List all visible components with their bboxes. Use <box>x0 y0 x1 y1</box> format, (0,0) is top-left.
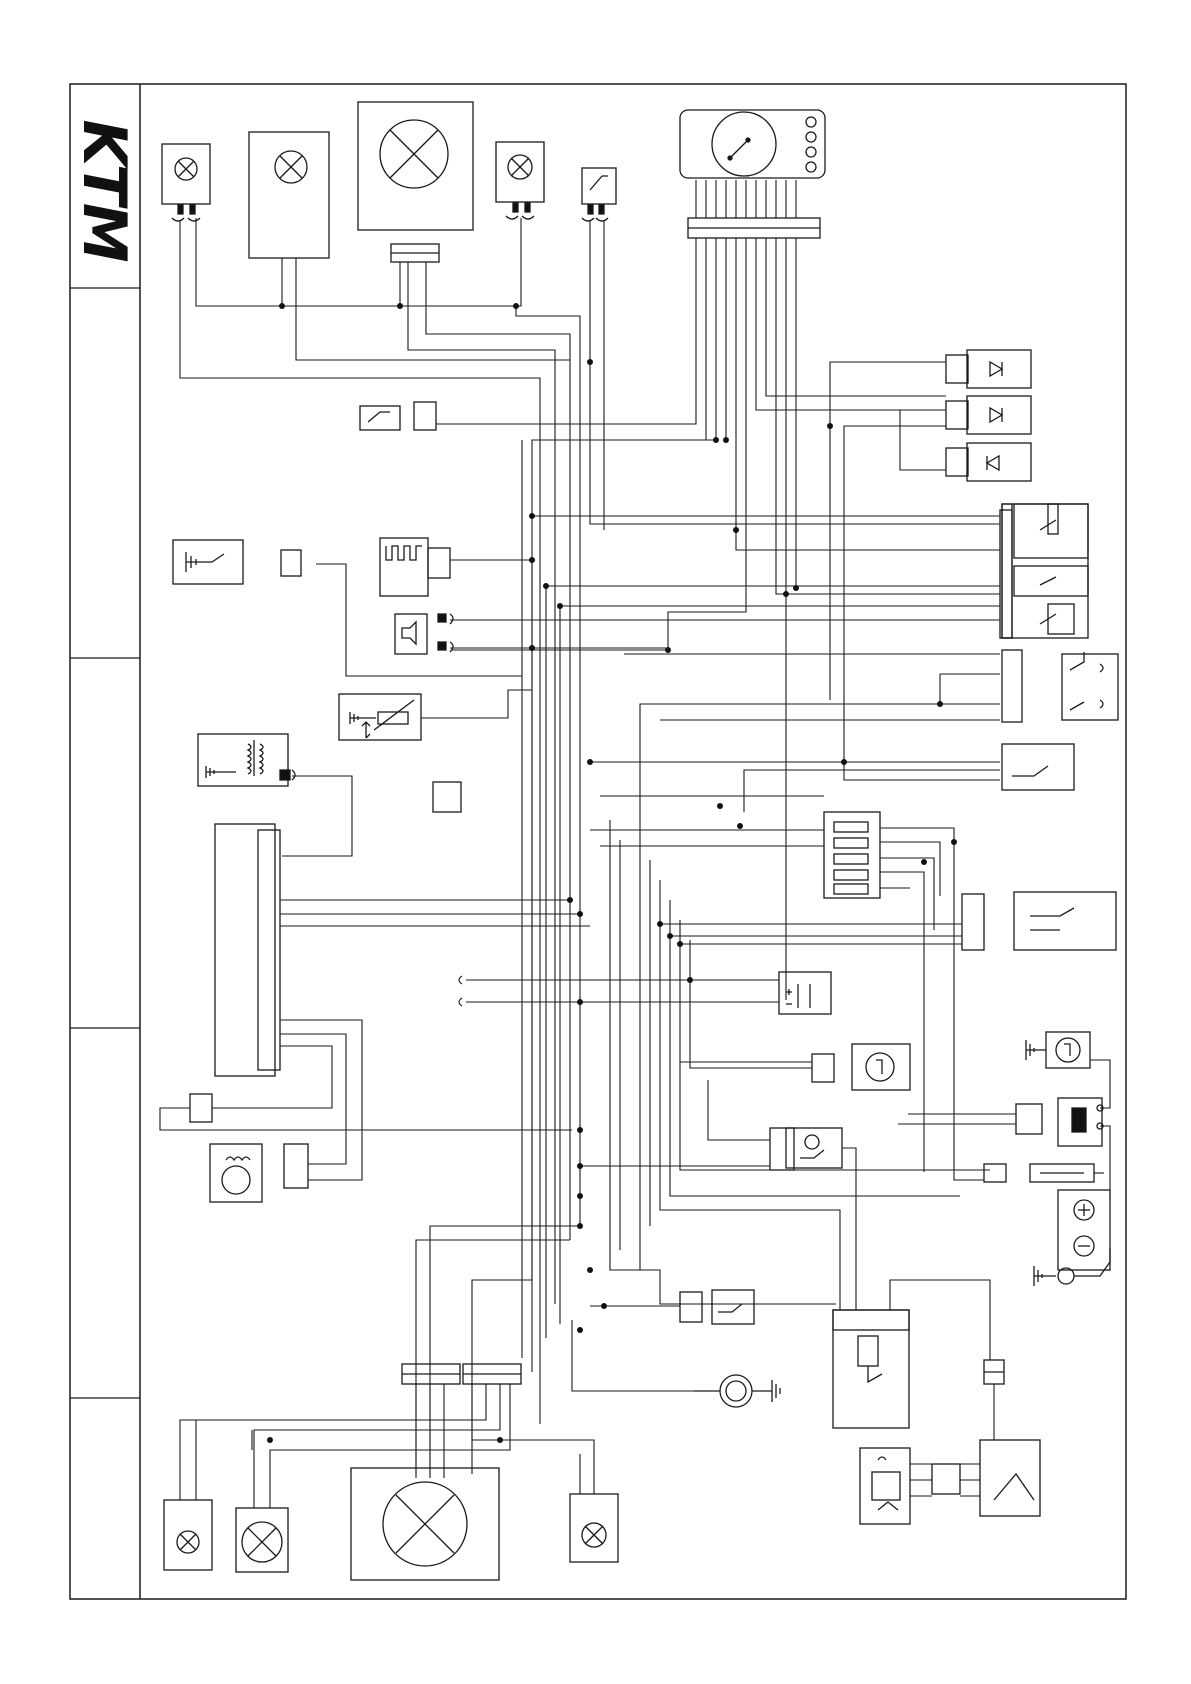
ground-switch-left <box>173 540 301 584</box>
handlebar-switch-2 <box>1002 650 1118 722</box>
diode-2 <box>946 396 1031 434</box>
starter-relay <box>1016 1098 1103 1146</box>
fuel-pump-2 <box>1026 1032 1090 1068</box>
relay-left <box>360 402 436 430</box>
switch-top <box>582 168 616 221</box>
flasher-unit <box>380 538 450 596</box>
rear-connector-1 <box>402 1364 460 1384</box>
turn-right-rear <box>570 1494 618 1562</box>
rectifier <box>980 1360 1040 1516</box>
fuel-pump <box>812 1044 910 1090</box>
battery <box>1058 1190 1110 1270</box>
handlebar-switch-1 <box>1000 504 1088 638</box>
ignition-switch <box>962 892 1116 950</box>
left-connector-low <box>190 1094 212 1122</box>
regulator <box>833 1310 909 1428</box>
connector-small <box>433 782 461 812</box>
taillight-left <box>164 1500 212 1570</box>
diode-1 <box>946 350 1031 388</box>
horn <box>395 614 453 654</box>
instrument-cluster <box>680 110 825 238</box>
main-fuse <box>984 1164 1094 1182</box>
ground-lug-bottom <box>694 1375 780 1407</box>
lamp-left-1 <box>162 144 210 221</box>
turn-left-rear <box>236 1508 288 1572</box>
generator <box>860 1448 960 1524</box>
temperature-sensor <box>339 694 421 740</box>
capacitor <box>779 972 831 1014</box>
fuse-box <box>824 812 880 898</box>
wire-junctions <box>267 303 957 1443</box>
ignition-coil <box>198 734 295 786</box>
lamp-right-top <box>496 142 544 219</box>
pressure-switch <box>770 1128 842 1170</box>
switch-right-middle <box>1002 744 1074 790</box>
taillight-main <box>351 1468 499 1580</box>
diode-3 <box>946 443 1031 481</box>
speed-sensor <box>210 1144 308 1202</box>
ktm-logo: KTM <box>69 119 139 261</box>
headlight-top <box>358 102 473 262</box>
ktm-logo-text: KTM <box>69 119 139 261</box>
page-frame <box>70 84 1126 1599</box>
lamp-left-2 <box>249 132 329 258</box>
cdi-unit <box>215 824 280 1076</box>
ground-lug-right <box>1034 1248 1110 1286</box>
neutral-switch <box>680 1290 754 1324</box>
